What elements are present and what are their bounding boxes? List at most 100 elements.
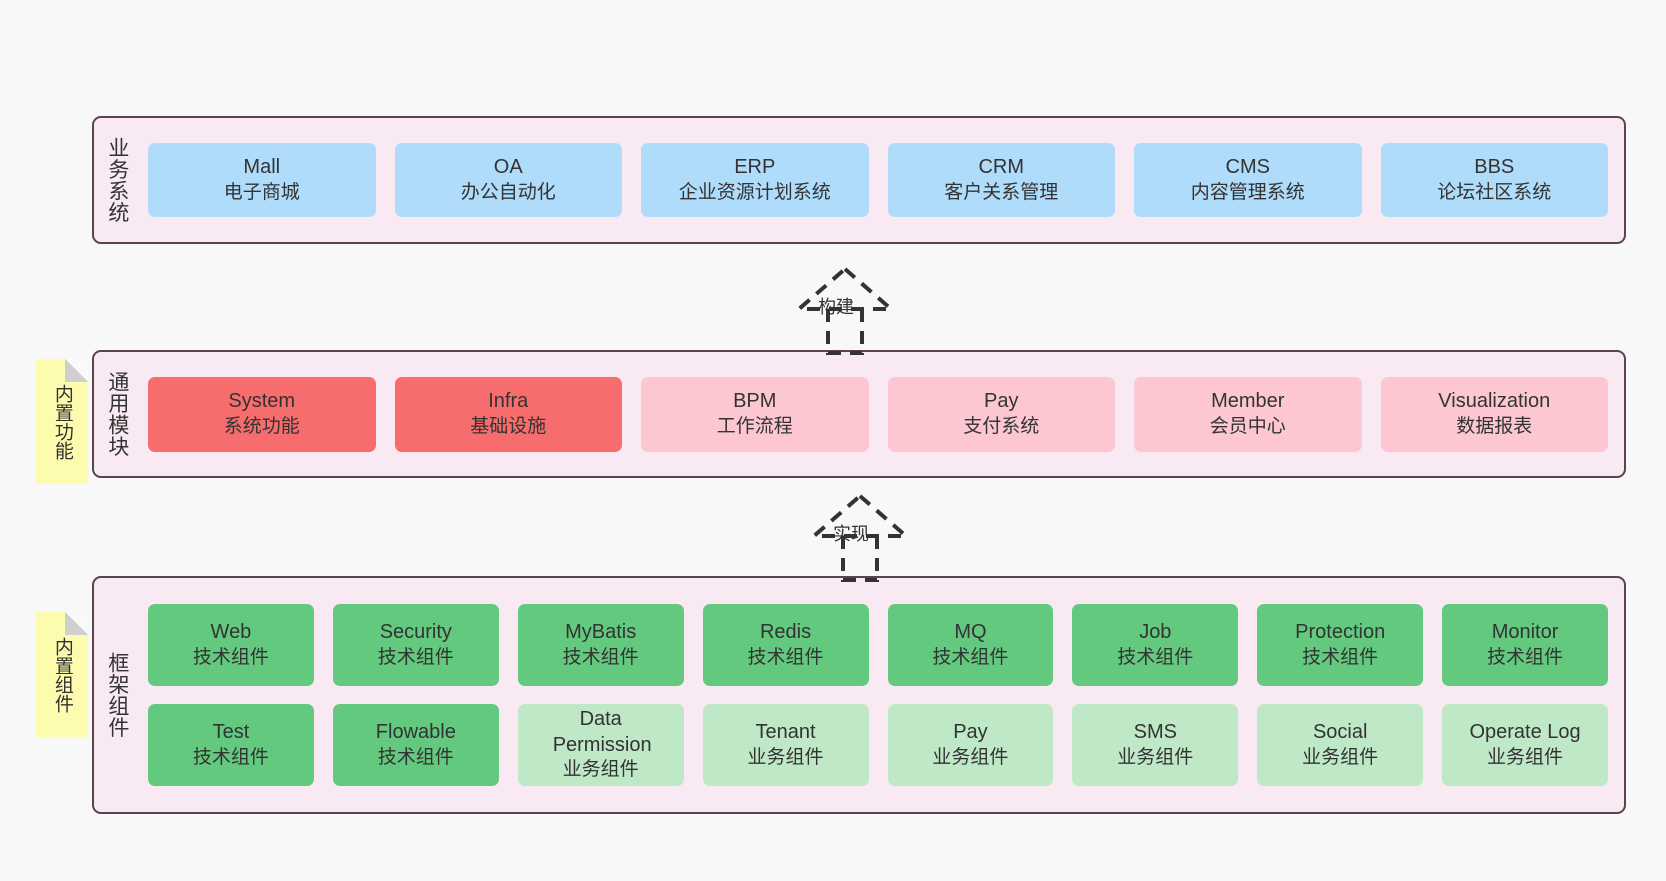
layer-body-business-system: Mall 电子商城 OA 办公自动化 ERP 企业资源计划系统 CRM 客户关系… [140,118,1624,242]
node-title: Visualization [1438,390,1551,413]
node-pay-component[interactable]: Pay 业务组件 [887,704,1054,786]
node-data-permission[interactable]: Data Permission 业务组件 [517,704,684,786]
node-title: Protection [1295,621,1386,644]
node-flowable[interactable]: Flowable 技术组件 [332,704,499,786]
node-operate-log[interactable]: Operate Log 业务组件 [1442,704,1608,786]
node-title: MQ [954,621,987,644]
node-bpm[interactable]: BPM 工作流程 [641,376,869,452]
node-subtitle: 客户关系管理 [944,181,1059,203]
connector-stem [826,309,864,355]
node-subtitle: 技术组件 [932,646,1009,668]
connector-implement-arrow [808,493,912,582]
node-pay-module[interactable]: Pay 支付系统 [887,376,1115,452]
note-builtin-function: 内置功能 [36,359,88,484]
node-title: Monitor [1491,621,1559,644]
node-security[interactable]: Security 技术组件 [332,604,499,686]
node-subtitle: 业务组件 [562,759,639,781]
node-monitor[interactable]: Monitor 技术组件 [1442,604,1608,686]
arrowhead-triangle-icon [793,266,897,311]
node-oa[interactable]: OA 办公自动化 [394,143,622,217]
node-title: Operate Log [1469,721,1581,744]
node-tenant[interactable]: Tenant 业务组件 [702,704,869,786]
note-fold-corner-icon [65,359,88,382]
node-title: BPM [733,390,777,413]
node-subtitle: 技术组件 [377,746,454,768]
node-subtitle: 电子商城 [223,181,300,203]
node-bbs[interactable]: BBS 论坛社区系统 [1380,143,1608,217]
node-subtitle: 内容管理系统 [1190,181,1305,203]
node-title: SMS [1133,721,1177,744]
node-subtitle: 支付系统 [963,415,1040,437]
node-cms[interactable]: CMS 内容管理系统 [1134,143,1362,217]
node-subtitle: 技术组件 [1302,646,1379,668]
node-title: Job [1139,621,1172,644]
node-web[interactable]: Web 技术组件 [148,604,314,686]
layer-title-framework-component: 框架组件 [105,652,129,738]
node-system[interactable]: System 系统功能 [148,376,376,452]
node-title: ERP [734,156,776,179]
node-title: Pay [953,721,988,744]
node-erp[interactable]: ERP 企业资源计划系统 [641,143,869,217]
node-title: Redis [759,621,812,644]
layer-body-common-module: System 系统功能 Infra 基础设施 BPM 工作流程 Pay 支付系统… [140,352,1624,476]
node-title: CMS [1225,156,1270,179]
node-protection[interactable]: Protection 技术组件 [1257,604,1424,686]
node-infra[interactable]: Infra 基础设施 [394,376,622,452]
node-title: Test [212,721,250,744]
node-mall[interactable]: Mall 电子商城 [148,143,376,217]
node-visualization[interactable]: Visualization 数据报表 [1380,376,1608,452]
node-subtitle: 业务组件 [1302,746,1379,768]
node-subtitle: 数据报表 [1456,415,1533,437]
node-row: System 系统功能 Infra 基础设施 BPM 工作流程 Pay 支付系统… [148,376,1608,452]
note-label: 内置功能 [51,383,73,460]
node-row: Test 技术组件 Flowable 技术组件 Data Permission … [148,704,1608,786]
layer-business-system: 业务系统 Mall 电子商城 OA 办公自动化 ERP 企业资源计划系统 CRM… [92,116,1626,244]
node-subtitle: 论坛社区系统 [1437,181,1552,203]
node-mq[interactable]: MQ 技术组件 [887,604,1054,686]
node-subtitle: 业务组件 [747,746,824,768]
node-title: Member [1211,390,1285,413]
node-subtitle: 技术组件 [192,646,269,668]
node-member[interactable]: Member 会员中心 [1134,376,1362,452]
node-subtitle: 业务组件 [1117,746,1194,768]
layer-title-common-module: 通用模块 [105,371,129,457]
node-subtitle: 技术组件 [377,646,454,668]
node-title: Infra [488,390,529,413]
node-subtitle: 会员中心 [1209,415,1286,437]
node-job[interactable]: Job 技术组件 [1072,604,1239,686]
node-crm[interactable]: CRM 客户关系管理 [887,143,1115,217]
node-subtitle: 业务组件 [1487,746,1564,768]
node-title: BBS [1474,156,1515,179]
node-subtitle: 技术组件 [747,646,824,668]
node-test[interactable]: Test 技术组件 [148,704,314,786]
node-subtitle: 工作流程 [716,415,793,437]
node-subtitle: 技术组件 [1487,646,1564,668]
node-redis[interactable]: Redis 技术组件 [702,604,869,686]
node-title: Flowable [375,721,456,744]
node-subtitle: 办公自动化 [460,181,556,203]
note-label: 内置组件 [51,636,73,713]
node-sms[interactable]: SMS 业务组件 [1072,704,1239,786]
node-subtitle: 企业资源计划系统 [678,181,831,203]
node-title: Tenant [755,721,816,744]
connector-stem [841,536,879,582]
node-title: Security [379,621,452,644]
node-subtitle: 技术组件 [192,746,269,768]
note-fold-corner-icon [65,612,88,635]
layer-framework-component: 框架组件 Web 技术组件 Security 技术组件 MyBatis 技术组件… [92,576,1626,814]
node-title: OA [493,156,523,179]
node-row: Mall 电子商城 OA 办公自动化 ERP 企业资源计划系统 CRM 客户关系… [148,143,1608,217]
node-subtitle: 业务组件 [932,746,1009,768]
node-title: CRM [978,156,1025,179]
node-title: Social [1312,721,1368,744]
note-builtin-component: 内置组件 [36,612,88,737]
node-title: Mall [243,156,281,179]
node-title: Pay [984,390,1019,413]
node-subtitle: 技术组件 [562,646,639,668]
node-title: MyBatis [565,621,637,644]
layer-body-framework-component: Web 技术组件 Security 技术组件 MyBatis 技术组件 Redi… [140,578,1624,812]
node-mybatis[interactable]: MyBatis 技术组件 [517,604,684,686]
node-social[interactable]: Social 业务组件 [1257,704,1424,786]
layer-title-business-system: 业务系统 [105,137,129,223]
